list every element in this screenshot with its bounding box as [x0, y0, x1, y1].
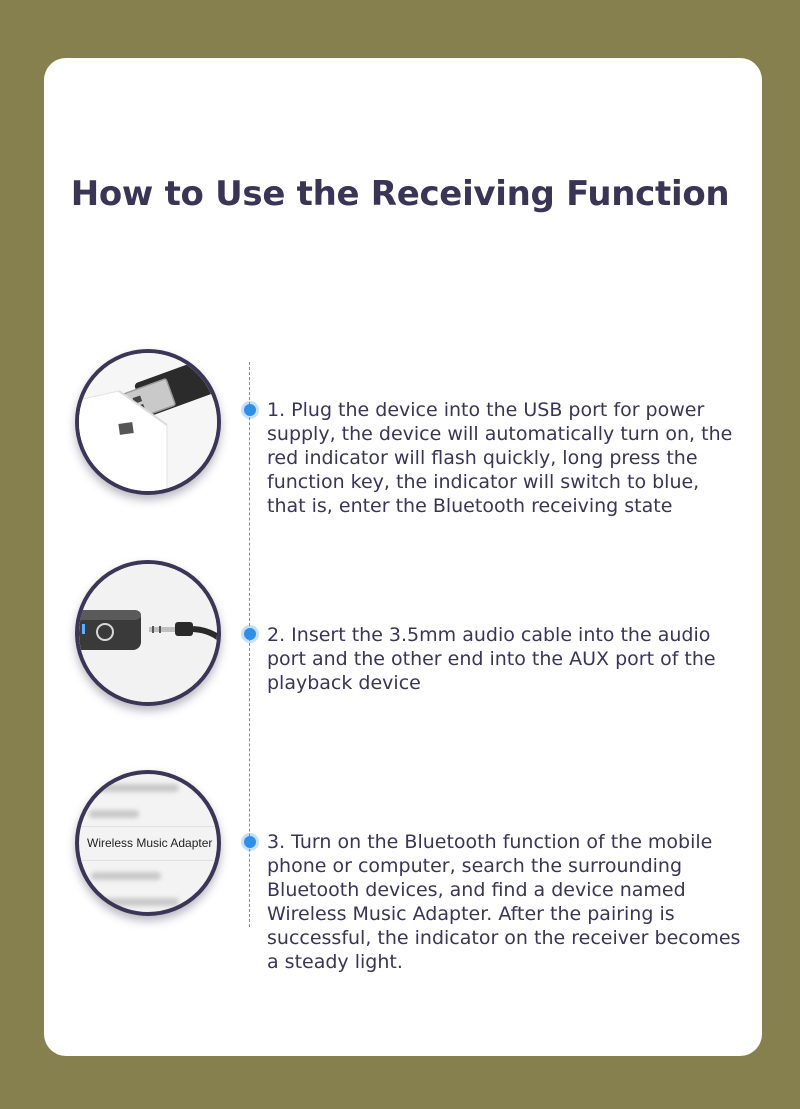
blurred-list-row — [89, 810, 139, 818]
step-marker-dot — [244, 836, 256, 848]
list-divider — [79, 826, 217, 827]
blurred-list-row — [99, 898, 179, 906]
usb-plug-image — [75, 349, 221, 495]
step-2-text: 2. Insert the 3.5mm audio cable into the… — [267, 624, 716, 694]
step-marker-dot — [244, 404, 256, 416]
audio-cable-illustration — [79, 564, 217, 702]
timeline-line — [249, 362, 250, 927]
step-3-text: 3. Turn on the Bluetooth function of the… — [267, 831, 741, 973]
step-1-text: 1. Plug the device into the USB port for… — [267, 399, 733, 517]
device-list-label: Wireless Music Adapter — [87, 836, 213, 850]
list-divider — [79, 860, 217, 861]
usb-device-illustration — [79, 353, 217, 491]
page-title: How to Use the Receiving Function — [70, 174, 730, 214]
audio-cable-image — [75, 560, 221, 706]
step-marker-dot — [244, 628, 256, 640]
blurred-list-row — [99, 784, 179, 792]
blurred-list-row — [91, 872, 161, 880]
bluetooth-list-image: Wireless Music Adapter — [75, 770, 221, 916]
